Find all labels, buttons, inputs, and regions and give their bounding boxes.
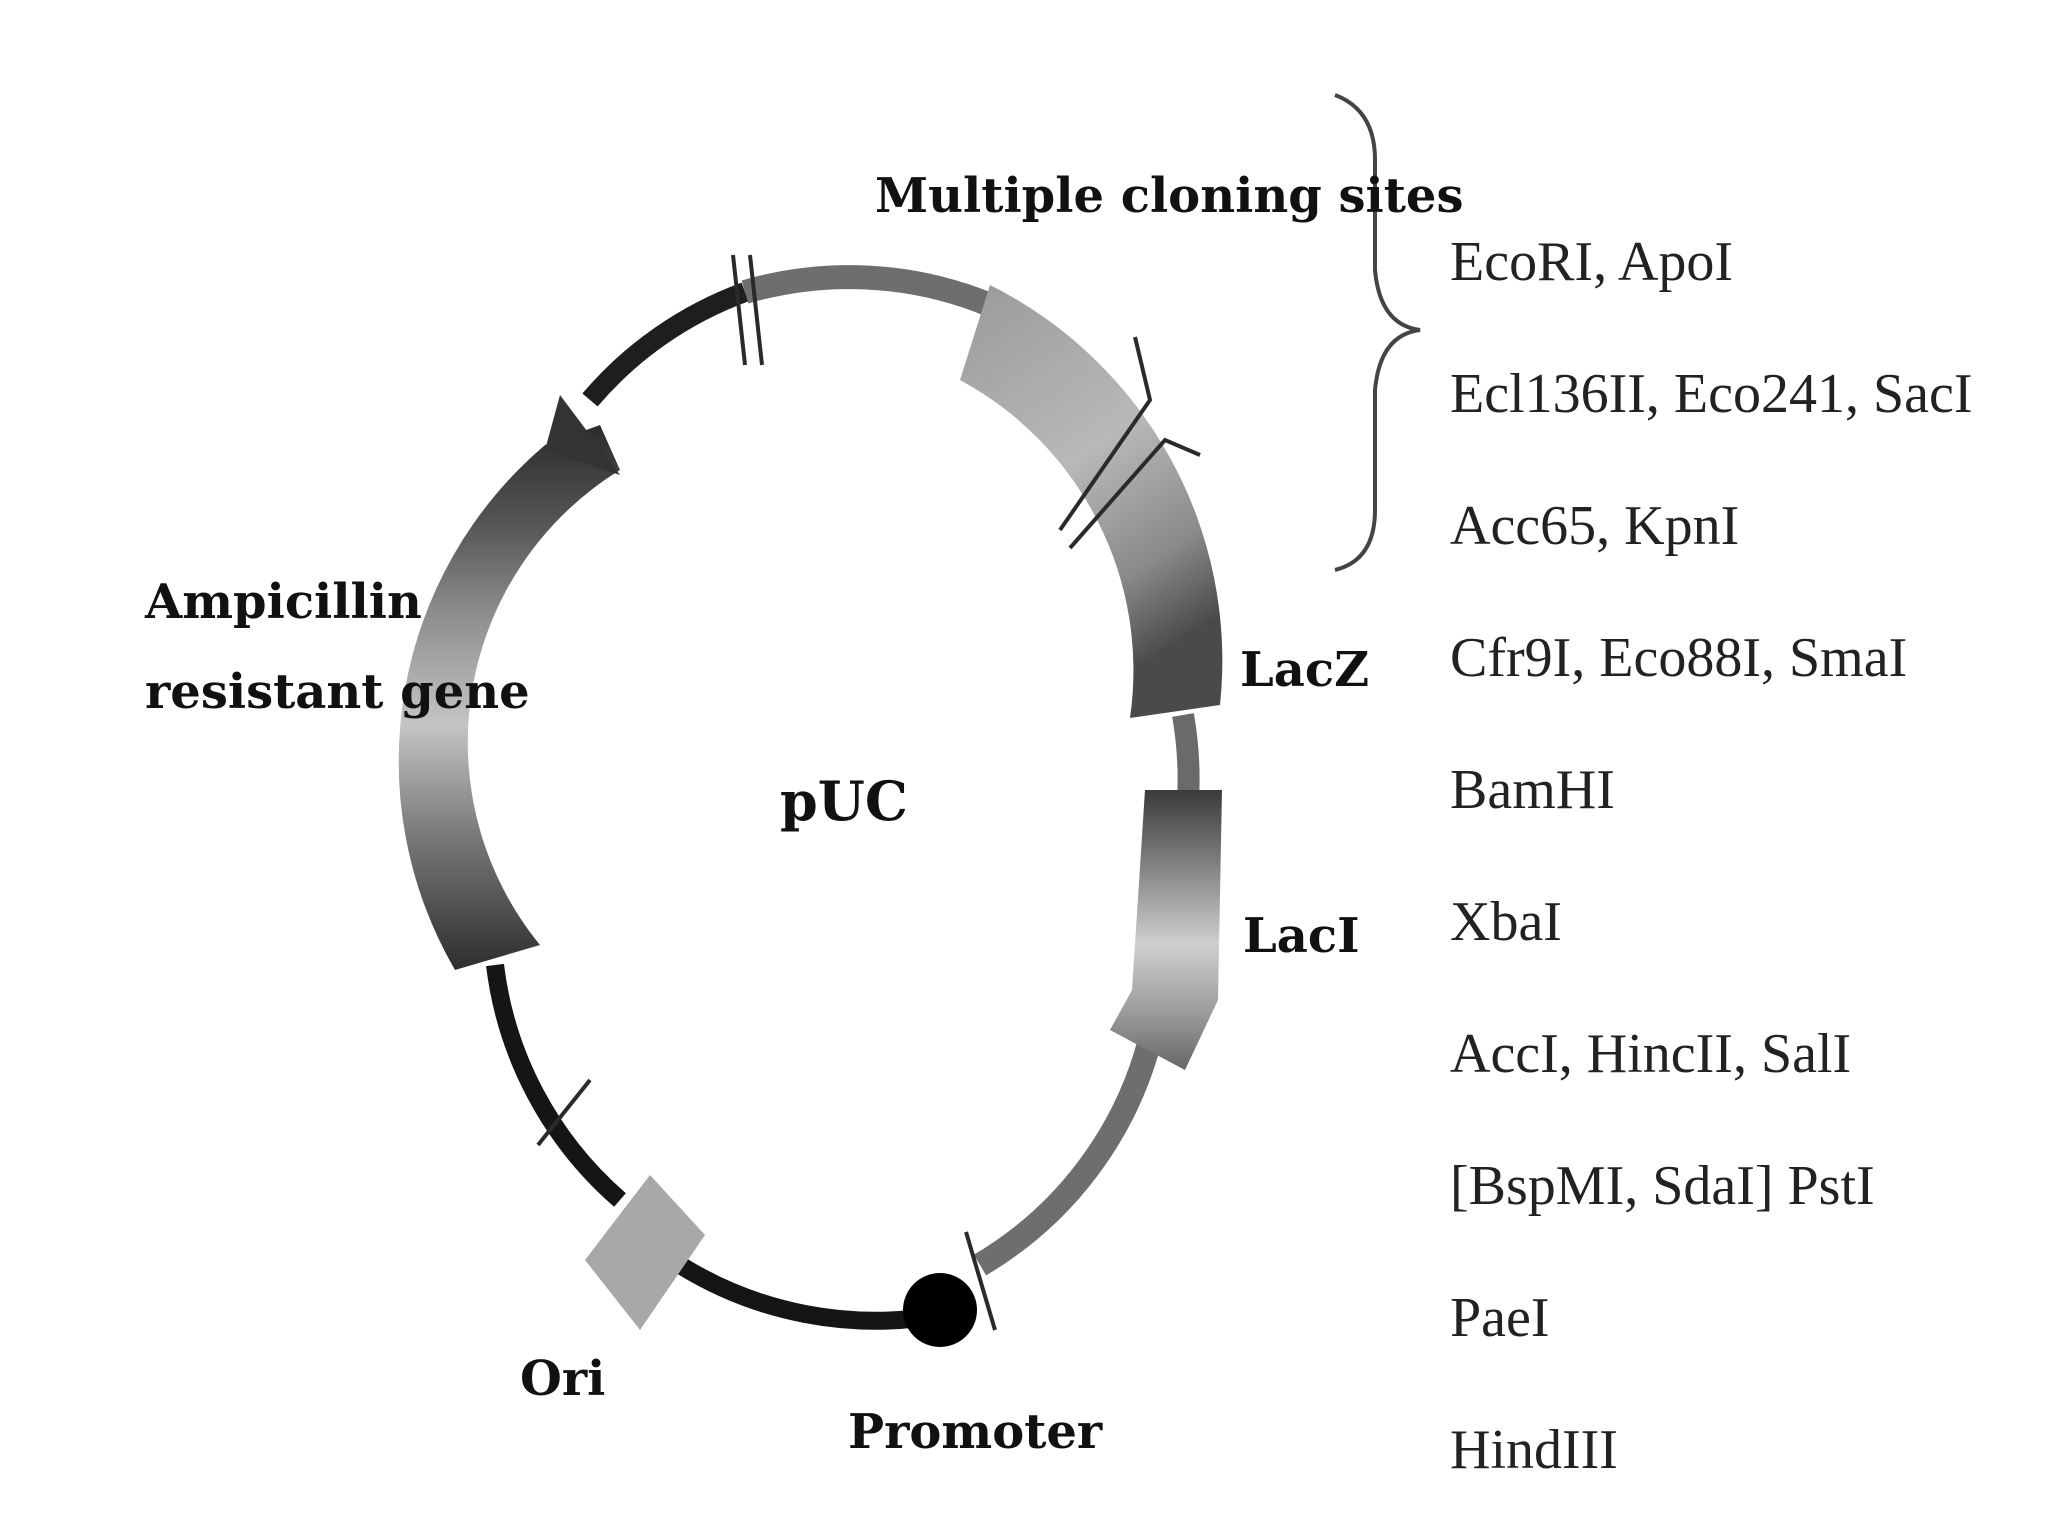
promoter-label: Promoter xyxy=(848,1404,1103,1460)
restriction-site: [BspMI, SdaI] PstI xyxy=(1450,1155,1875,1217)
ori-label: Ori xyxy=(520,1351,605,1407)
laci-gene-segment xyxy=(1110,790,1222,1070)
restriction-site: HindIII xyxy=(1450,1419,1618,1481)
restriction-site: Cfr9I, Eco88I, SmaI xyxy=(1450,627,1907,689)
ampicillin-gene-segment xyxy=(398,395,620,970)
mcs-brace xyxy=(1334,93,1421,572)
restriction-site: EcoRI, ApoI xyxy=(1450,231,1733,293)
restriction-site: XbaI xyxy=(1450,891,1562,953)
ampicillin-label-line1: Ampicillin xyxy=(144,574,422,630)
lacz-label: LacZ xyxy=(1240,642,1369,698)
plasmid-name: pUC xyxy=(780,769,908,833)
restriction-site: Ecl136II, Eco241, SacI xyxy=(1450,363,1972,425)
restriction-site-list: EcoRI, ApoI Ecl136II, Eco241, SacI Acc65… xyxy=(1450,231,1972,1481)
mcs-label: Multiple cloning sites xyxy=(875,168,1464,224)
site-markers xyxy=(536,254,1201,1331)
ori-segment xyxy=(585,1175,705,1330)
ampicillin-label-line2: resistant gene xyxy=(145,664,530,720)
restriction-site: BamHI xyxy=(1450,759,1615,821)
promoter-marker xyxy=(903,1273,977,1347)
restriction-site: AccI, HincII, SalI xyxy=(1450,1023,1851,1085)
restriction-site: Acc65, KpnI xyxy=(1450,495,1739,557)
laci-label: LacI xyxy=(1243,908,1360,964)
restriction-site: PaeI xyxy=(1450,1287,1550,1349)
lacz-gene-segment xyxy=(960,285,1223,718)
